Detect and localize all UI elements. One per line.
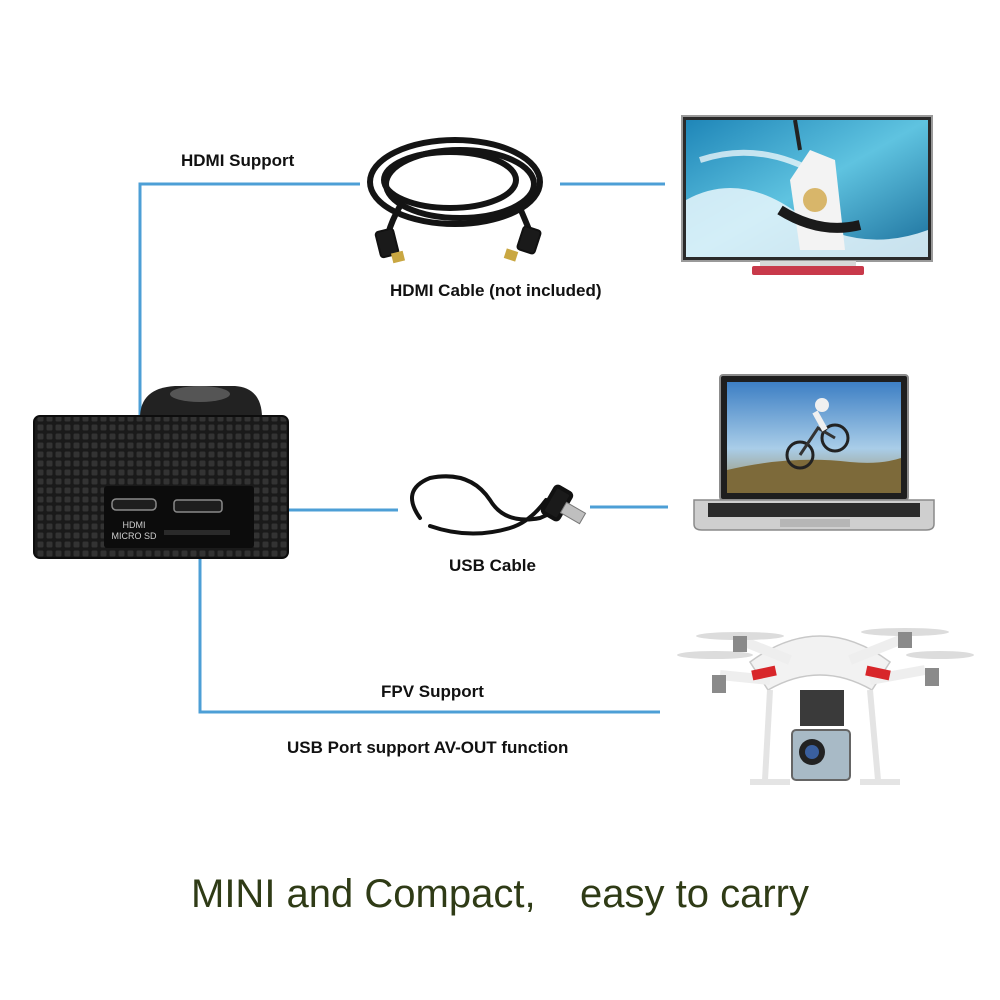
television-icon xyxy=(681,115,933,275)
camera-hdmi-label: HDMI xyxy=(123,520,146,530)
tagline: MINI and Compact, easy to carry xyxy=(191,872,809,916)
usb-cable-icon xyxy=(410,474,587,536)
laptop-icon xyxy=(693,374,935,531)
drone-icon xyxy=(677,628,974,785)
hdmi-cable-icon xyxy=(367,137,543,264)
fpv-support-label: FPV Support xyxy=(381,682,484,701)
action-camera-icon: HDMI MICRO SD xyxy=(33,386,289,559)
hdmi-connector-line xyxy=(138,182,360,505)
usb-port xyxy=(173,499,223,513)
camera-microsd-label: MICRO SD xyxy=(112,531,158,541)
usb-port-av-out-label: USB Port support AV-OUT function xyxy=(287,738,569,757)
fpv-connector-line xyxy=(198,520,660,714)
usb-cable-label: USB Cable xyxy=(449,556,536,575)
hdmi-cable-label: HDMI Cable (not included) xyxy=(390,281,602,300)
hdmi-port xyxy=(111,498,157,511)
hdmi-support-label: HDMI Support xyxy=(181,151,295,170)
